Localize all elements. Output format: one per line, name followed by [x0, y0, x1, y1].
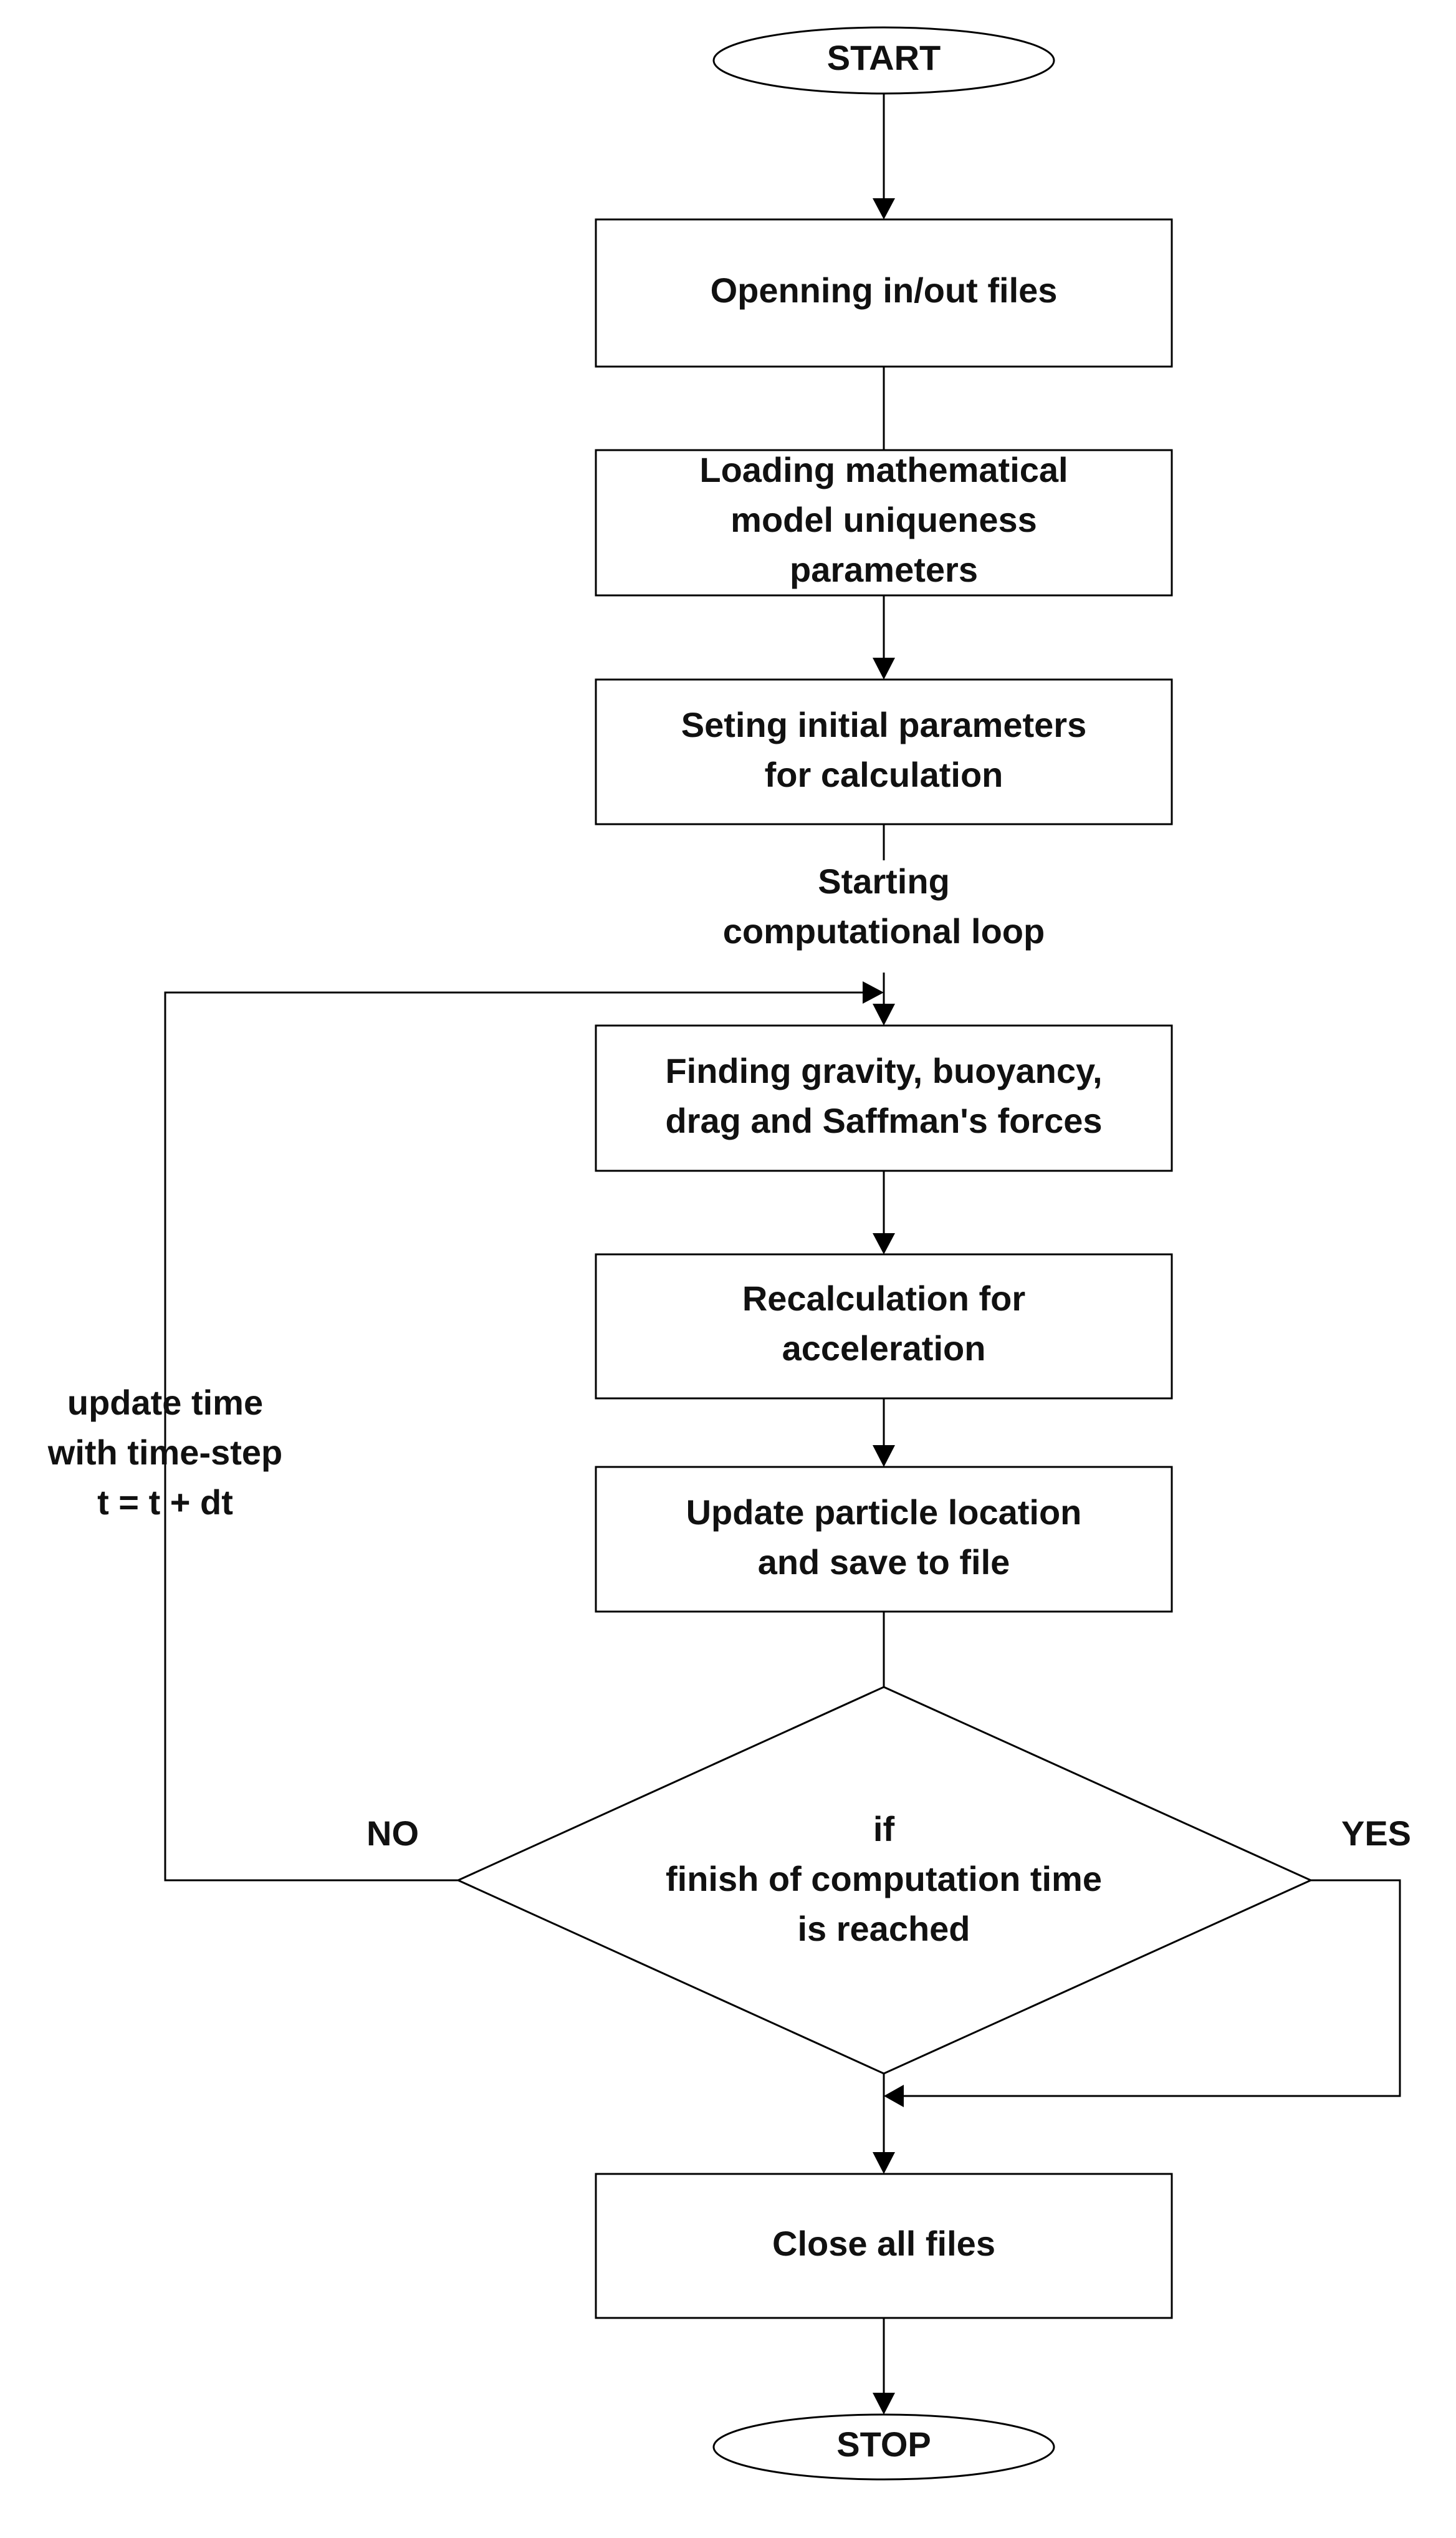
stop-ellipse	[712, 2413, 1055, 2481]
load-params-rect	[595, 449, 1173, 597]
decision-line-3: is reached	[797, 1909, 970, 1948]
update-location-line-2: and save to file	[758, 1542, 1010, 1582]
load-params-line-2: model uniqueness	[730, 500, 1037, 539]
update-location-line-1: Update particle location	[686, 1493, 1082, 1532]
update-time-line-1: update time	[67, 1383, 263, 1422]
stop-terminal: STOP	[712, 2413, 1055, 2481]
set-initial-rect	[595, 678, 1173, 825]
close-files-box: Close all files	[595, 2173, 1173, 2319]
arrowhead	[873, 2152, 895, 2174]
arrowhead	[873, 1445, 895, 1467]
set-initial-line-1: Seting initial parameters	[681, 705, 1086, 744]
update-time-label: update time with time-step t = t + dt	[47, 1383, 282, 1522]
arrowhead	[884, 2085, 904, 2107]
flow-edges	[164, 94, 1401, 2415]
find-forces-rect	[595, 1024, 1173, 1172]
update-location-box: Update particle location and save to fil…	[595, 1466, 1173, 1613]
update-time-line-3: t = t + dt	[97, 1483, 233, 1522]
find-forces-line-2: drag and Saffman's forces	[665, 1101, 1102, 1140]
recalc-line-2: acceleration	[782, 1329, 986, 1368]
update-time-line-2: with time-step	[47, 1433, 282, 1472]
close-files-text: Close all files	[772, 2224, 995, 2263]
arrowhead	[873, 1233, 895, 1254]
arrowhead	[873, 658, 895, 680]
recalc-box: Recalculation for acceleration	[595, 1253, 1173, 1400]
arrowhead	[873, 198, 895, 219]
open-files-rect	[595, 218, 1173, 368]
edge-yes-path	[904, 1879, 1401, 2097]
arrowhead	[873, 2393, 895, 2415]
open-files-text: Openning in/out files	[711, 271, 1058, 310]
yes-label: YES	[1341, 1814, 1411, 1853]
loop-start-label: Starting computational loop	[723, 862, 1045, 951]
find-forces-line-1: Finding gravity, buoyancy,	[665, 1051, 1102, 1090]
update-location-rect	[595, 1466, 1173, 1613]
edge-no-loop	[164, 991, 863, 1882]
recalc-line-1: Recalculation for	[742, 1279, 1025, 1318]
arrowhead	[873, 1004, 895, 1026]
load-params-box: Loading mathematical model uniqueness pa…	[595, 449, 1173, 597]
decision-diamond: if finish of computation time is reached	[456, 1686, 1313, 2075]
set-initial-line-2: for calculation	[765, 755, 1003, 794]
set-initial-box: Seting initial parameters for calculatio…	[595, 678, 1173, 825]
start-terminal: START	[712, 26, 1055, 95]
find-forces-box: Finding gravity, buoyancy, drag and Saff…	[595, 1024, 1173, 1172]
start-ellipse	[712, 26, 1055, 95]
open-files-box: Openning in/out files	[595, 218, 1173, 368]
arrowhead	[863, 981, 884, 1004]
loop-start-line-2: computational loop	[723, 911, 1045, 951]
decision-shape	[456, 1686, 1313, 2075]
load-params-line-3: parameters	[790, 550, 978, 589]
close-files-rect	[595, 2173, 1173, 2319]
start-label: START	[827, 38, 941, 77]
decision-line-2: finish of computation time	[666, 1859, 1102, 1898]
decision-line-1: if	[873, 1809, 895, 1848]
recalc-rect	[595, 1253, 1173, 1400]
load-params-line-1: Loading mathematical	[699, 450, 1068, 489]
stop-label: STOP	[836, 2425, 931, 2464]
loop-start-line-1: Starting	[818, 862, 950, 901]
no-label: NO	[366, 1814, 419, 1853]
